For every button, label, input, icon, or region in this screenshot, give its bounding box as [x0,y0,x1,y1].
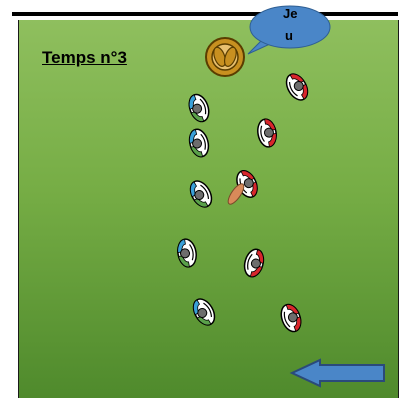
bubble-line-2: u [285,28,293,43]
blue-player-icon [174,236,200,270]
top-border [12,12,398,16]
blue-player-icon [188,294,220,330]
coach-icon [205,37,245,77]
speech-bubble-icon: Je u [247,5,331,55]
blue-player-icon [185,176,217,212]
red-player-icon [277,301,305,335]
red-player-icon [254,116,280,150]
blue-player-icon [185,91,213,125]
blue-player-icon [185,126,213,160]
bubble-line-1: Je [283,6,297,21]
red-player-icon [281,69,313,105]
pitch [18,20,399,398]
red-player-icon [240,246,268,280]
direction-arrow-icon [289,358,385,388]
ball-icon [227,183,245,205]
page-title: Temps n°3 [42,48,127,67]
